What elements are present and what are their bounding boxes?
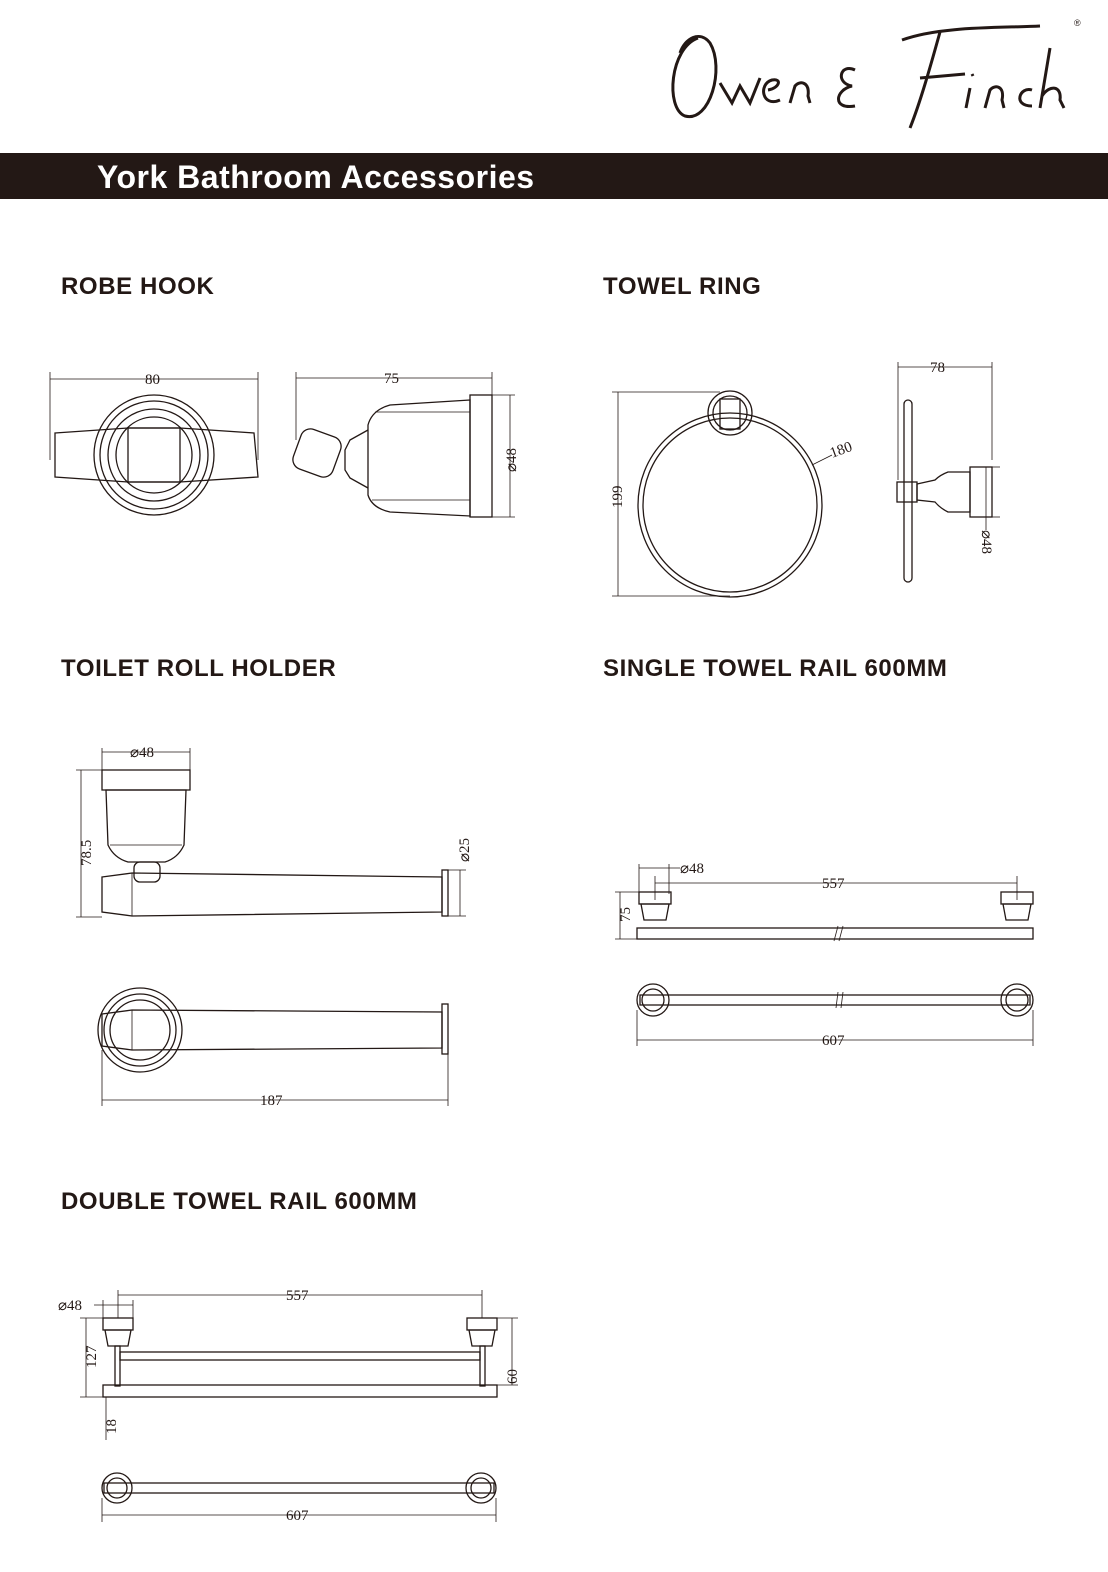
double-rail-gap-label: 60 <box>505 1369 521 1384</box>
robe-hook-dia-label: ⌀48 <box>504 448 520 472</box>
towel-ring-dia-label: ⌀48 <box>978 530 994 554</box>
single-rail-length-label: 607 <box>822 1033 845 1049</box>
double-rail-length-label: 607 <box>286 1508 309 1524</box>
toilet-roll-height-label: 78.5 <box>79 840 95 866</box>
double-rail-side-view: ⌀48 557 127 60 18 <box>58 1288 521 1440</box>
robe-hook-front-view: 80 <box>49 372 259 516</box>
toilet-roll-top-view: 187 <box>97 987 449 1109</box>
towel-ring-title: TOWEL RING <box>603 273 762 300</box>
robe-hook-title: ROBE HOOK <box>61 273 215 300</box>
towel-ring-side-view: 78 ⌀48 <box>896 360 1000 583</box>
owen-finch-logo: ® <box>671 18 1081 129</box>
single-rail-depth-label: 75 <box>618 907 634 922</box>
towel-ring-front-view: 199 180 <box>610 390 855 598</box>
double-rail-bar-label: 18 <box>104 1419 120 1434</box>
robe-hook-side-view: 75 ⌀48 <box>292 371 520 518</box>
double-rail-top-view: 607 <box>101 1472 497 1524</box>
double-rail-dia-label: ⌀48 <box>58 1298 82 1314</box>
single-rail-span-label: 557 <box>822 876 845 892</box>
double-rail-span-label: 557 <box>286 1288 309 1304</box>
towel-ring-ring-label: 180 <box>828 439 855 462</box>
single-rail-dia-label: ⌀48 <box>680 861 704 877</box>
banner-title: York Bathroom Accessories <box>97 159 535 195</box>
toilet-roll-length-label: 187 <box>260 1093 283 1109</box>
registered-mark: ® <box>1074 18 1081 28</box>
toilet-roll-side-view: ⌀48 78.5 ⌀25 <box>76 745 473 918</box>
robe-hook-depth-label: 75 <box>384 371 399 387</box>
toilet-roll-holder-title: TOILET ROLL HOLDER <box>61 655 337 682</box>
double-rail-depth-label: 127 <box>84 1345 100 1368</box>
single-towel-rail-title: SINGLE TOWEL RAIL 600MM <box>603 655 948 682</box>
title-banner: York Bathroom Accessories <box>0 153 1108 199</box>
single-rail-top-view: 607 <box>636 983 1034 1049</box>
robe-hook-width-label: 80 <box>145 372 160 388</box>
toilet-roll-base-dia-label: ⌀48 <box>130 745 154 761</box>
toilet-roll-bar-dia-label: ⌀25 <box>457 838 473 862</box>
double-towel-rail-title: DOUBLE TOWEL RAIL 600MM <box>61 1188 418 1215</box>
single-rail-side-view: ⌀48 557 75 <box>615 861 1034 942</box>
towel-ring-height-label: 199 <box>610 486 626 509</box>
towel-ring-depth-label: 78 <box>930 360 945 376</box>
